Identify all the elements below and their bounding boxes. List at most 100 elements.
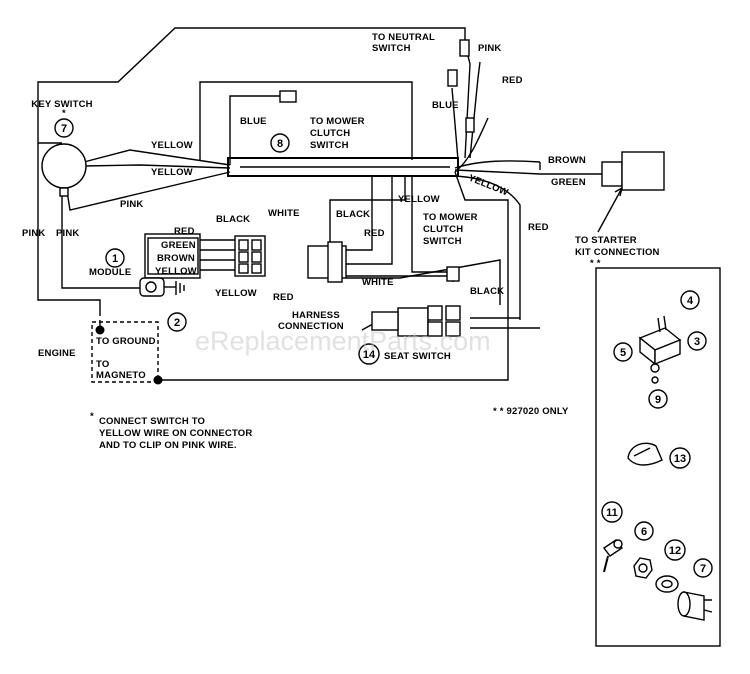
label-to-magneto-2: MAGNETO: [96, 370, 146, 381]
brown-green-wire: [454, 169, 605, 175]
label-to-mower-top-3: SWITCH: [310, 140, 349, 151]
label-seat-switch: SEAT SWITCH: [384, 351, 451, 362]
junction-dots: [95, 325, 163, 385]
callout-2-circle: [167, 312, 187, 332]
harness-inner-wire: [329, 175, 406, 245]
label-yellow-right: YELLOW: [467, 173, 510, 199]
callout-3-circle: [687, 331, 707, 351]
callout-5-circle: [613, 342, 633, 362]
seat-switch-pin-1: [427, 305, 443, 321]
key-switch-body: [41, 143, 87, 189]
label-pink-left-1: PINK: [22, 228, 46, 239]
yellow-wire-1: [83, 149, 231, 166]
ignition-switch-face: [677, 591, 691, 617]
pink-to-module: [61, 252, 145, 289]
callout-9: 9: [655, 394, 661, 406]
pink-wire-mid: [65, 171, 231, 211]
connector-pin-6: [251, 263, 262, 274]
callout-12: 12: [669, 545, 681, 557]
label-harness-2: CONNECTION: [278, 321, 344, 332]
washer-part: [651, 376, 659, 384]
small-connectors: [279, 39, 475, 282]
callout-14: 14: [363, 349, 376, 361]
harness-main: [227, 157, 459, 177]
brown-wire: [454, 160, 541, 169]
seat-switch-pin-3: [445, 305, 461, 321]
hex-nut-hole: [638, 563, 648, 573]
label-harness-1: HARNESS: [292, 310, 340, 321]
callout-3: 3: [694, 336, 700, 348]
connector-pin-4: [251, 251, 262, 263]
clip-part: [627, 442, 663, 466]
callout-11-circle: [601, 501, 623, 523]
label-red-harness: RED: [364, 228, 385, 239]
label-module: MODULE: [89, 267, 131, 278]
label-note-3: AND TO CLIP ON PINK WIRE.: [99, 440, 237, 451]
red-right-wire: [454, 175, 521, 320]
ignition-switch-terminals: [703, 599, 713, 613]
blue-wire-left: [229, 95, 280, 165]
label-to-mower-mid-3: SWITCH: [423, 236, 462, 247]
label-red-right: RED: [528, 222, 549, 233]
callout-4-circle: [680, 290, 700, 310]
parts-box: [595, 267, 721, 647]
seat-switch: [371, 305, 461, 337]
callout-4: 4: [687, 295, 694, 307]
label-yellow-conn: YELLOW: [215, 288, 257, 299]
blue-wire-top: [451, 87, 459, 161]
callout-7b: 7: [700, 563, 706, 575]
neutral-pink-connector: [459, 39, 470, 57]
label-yellow-mid: YELLOW: [398, 194, 440, 205]
module-inner: [147, 237, 199, 275]
magneto-dot: [153, 375, 163, 385]
callout-12-circle: [664, 539, 686, 561]
label-to-starter-stars: * *: [590, 258, 601, 269]
label-to-mower-top-1: TO MOWER: [310, 116, 365, 127]
callout-7b-circle: [693, 558, 713, 578]
label-brown-module: BROWN: [157, 253, 195, 264]
red-harness-wire: [346, 175, 393, 265]
label-to-starter-1: TO STARTER: [575, 235, 637, 246]
callouts: 7 1 2 8 14 4 3 5 9 13 11 6 12 7: [54, 118, 713, 578]
nut-part: [650, 363, 660, 373]
red-connector: [465, 117, 475, 133]
label-to-neutral-1: TO NEUTRAL: [372, 32, 435, 43]
label-engine: ENGINE: [38, 348, 76, 359]
label-to-magneto-1: TO: [96, 359, 109, 370]
label-red-top: RED: [502, 75, 523, 86]
harness-top-loop: [199, 81, 413, 160]
pink-wire-top: [464, 47, 471, 159]
label-to-ground: TO GROUND: [96, 336, 156, 347]
connector-pin-1: [238, 239, 249, 251]
label-to-mower-mid-2: CLUTCH: [423, 224, 463, 235]
callout-13: 13: [674, 453, 686, 465]
label-blue-left: BLUE: [240, 116, 267, 127]
neutral-blue-connector: [447, 69, 458, 87]
seat-switch-pin-4: [445, 321, 461, 337]
callout-7-circle: [54, 118, 74, 138]
label-white-harness: WHITE: [362, 277, 394, 288]
label-green-module: GREEN: [161, 240, 196, 251]
harness-connection: [307, 241, 347, 283]
connector-block: [234, 235, 266, 277]
callout-5: 5: [620, 347, 626, 359]
key-blade: [603, 555, 609, 573]
label-black-conn: BLACK: [216, 214, 250, 225]
left-to-engine: [37, 255, 101, 316]
label-to-mower-mid-1: TO MOWER: [423, 212, 478, 223]
starter-leader: [597, 187, 623, 233]
label-only-note: * * 927020 ONLY: [493, 406, 569, 417]
seat-switch-plug: [371, 311, 399, 331]
starter-plug-body: [621, 151, 665, 191]
mower-clutch-mid-connector: [446, 266, 460, 282]
label-yellow-1: YELLOW: [151, 140, 193, 151]
key-switch-terminal: [59, 187, 69, 197]
ground-symbol: [175, 281, 185, 295]
yellow-wire-2: [83, 164, 231, 169]
label-red-conn: RED: [273, 292, 294, 303]
bracket-screws: [657, 315, 667, 333]
label-pink-top: PINK: [478, 43, 502, 54]
label-black-harness: BLACK: [336, 209, 370, 220]
